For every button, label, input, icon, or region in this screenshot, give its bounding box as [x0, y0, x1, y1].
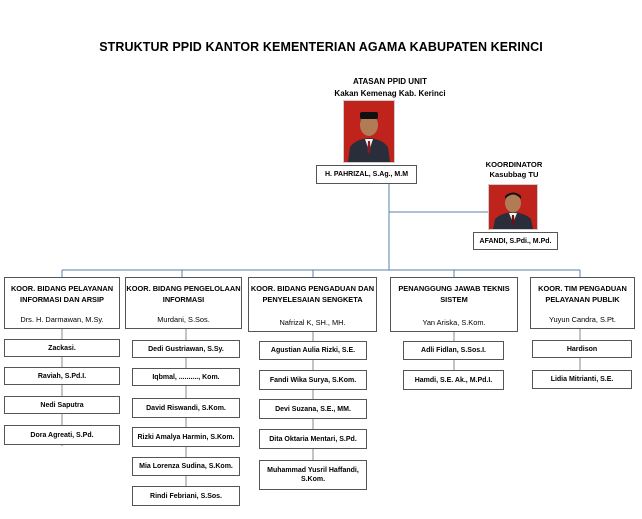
atasan-subrole: Kakan Kemenag Kab. Kerinci — [334, 89, 446, 98]
division-head-teknis-sistem: PENANGGUNG JAWAB TEKNIS SISTEM Yan Arisk… — [390, 277, 518, 332]
member-box: Dita Oktaria Mentari, S.Pd. — [259, 429, 367, 449]
division-head-pengaduan-publik: KOOR. TIM PENGADUAN PELAYANAN PUBLIK Yuy… — [530, 277, 635, 329]
member-box: Raviah, S.Pd.I. — [4, 367, 120, 385]
koordinator-photo — [488, 184, 538, 230]
division-head-name: Nafrizal K, SH., MH. — [279, 318, 346, 327]
member-box: Zackasi. — [4, 339, 120, 357]
member-box: Muhammad Yusril Haffandi, S.Kom. — [259, 460, 367, 490]
division-head-name: Murdani, S.Sos. — [157, 315, 210, 324]
division-title: PENANGGUNG JAWAB TEKNIS SISTEM — [398, 284, 510, 304]
member-box: Iqbmal, .........., Kom. — [132, 368, 240, 386]
member-box: Dedi Gustriawan, S.Sy. — [132, 340, 240, 358]
division-title: KOOR. BIDANG PENGELOLAAN INFORMASI — [126, 284, 241, 304]
division-title: KOOR. TIM PENGADUAN PELAYANAN PUBLIK — [538, 284, 627, 304]
member-box: Hamdi, S.E. Ak., M.Pd.I. — [403, 370, 504, 390]
member-box: Agustian Aulia Rizki, S.E. — [259, 341, 367, 360]
atasan-name-box: H. PAHRIZAL, S.Ag., M.M — [316, 165, 417, 184]
division-head-name: Yan Ariska, S.Kom. — [422, 318, 486, 327]
division-head-pengelolaan-informasi: KOOR. BIDANG PENGELOLAAN INFORMASI Murda… — [125, 277, 242, 329]
division-head-name: Yuyun Candra, S.Pt. — [549, 315, 616, 324]
division-head-pengaduan-sengketa: KOOR. BIDANG PENGADUAN DAN PENYELESAIAN … — [248, 277, 377, 332]
member-box: Adli Fidlan, S.Sos.I. — [403, 341, 504, 360]
division-head-pelayanan-informasi: KOOR. BIDANG PELAYANAN INFORMASI DAN ARS… — [4, 277, 120, 329]
page-title: STRUKTUR PPID KANTOR KEMENTERIAN AGAMA K… — [99, 40, 543, 54]
division-head-name: Drs. H. Darmawan, M.Sy. — [20, 315, 104, 324]
atasan-role: ATASAN PPID UNIT — [353, 77, 427, 86]
member-box: Rizki Amalya Harmin, S.Kom. — [132, 427, 240, 447]
division-title: KOOR. BIDANG PENGADUAN DAN PENYELESAIAN … — [250, 284, 375, 304]
member-box: Nedi Saputra — [4, 396, 120, 414]
member-box: Fandi Wika Surya, S.Kom. — [259, 370, 367, 390]
koordinator-role: KOORDINATOR — [485, 160, 543, 169]
member-box: Hardison — [532, 340, 632, 358]
atasan-photo — [343, 100, 395, 163]
member-box: Lidia Mitrianti, S.E. — [532, 370, 632, 389]
member-box: Devi Suzana, S.E., MM. — [259, 399, 367, 419]
member-box: Dora Agreati, S.Pd. — [4, 425, 120, 445]
koordinator-name-box: AFANDI, S.Pdi., M.Pd. — [473, 232, 558, 250]
member-box: David Riswandi, S.Kom. — [132, 398, 240, 418]
member-box: Mia Lorenza Sudina, S.Kom. — [132, 457, 240, 476]
member-box: Rindi Febriani, S.Sos. — [132, 486, 240, 506]
division-title: KOOR. BIDANG PELAYANAN INFORMASI DAN ARS… — [10, 284, 114, 304]
koordinator-subrole: Kasubbag TU — [489, 170, 539, 179]
